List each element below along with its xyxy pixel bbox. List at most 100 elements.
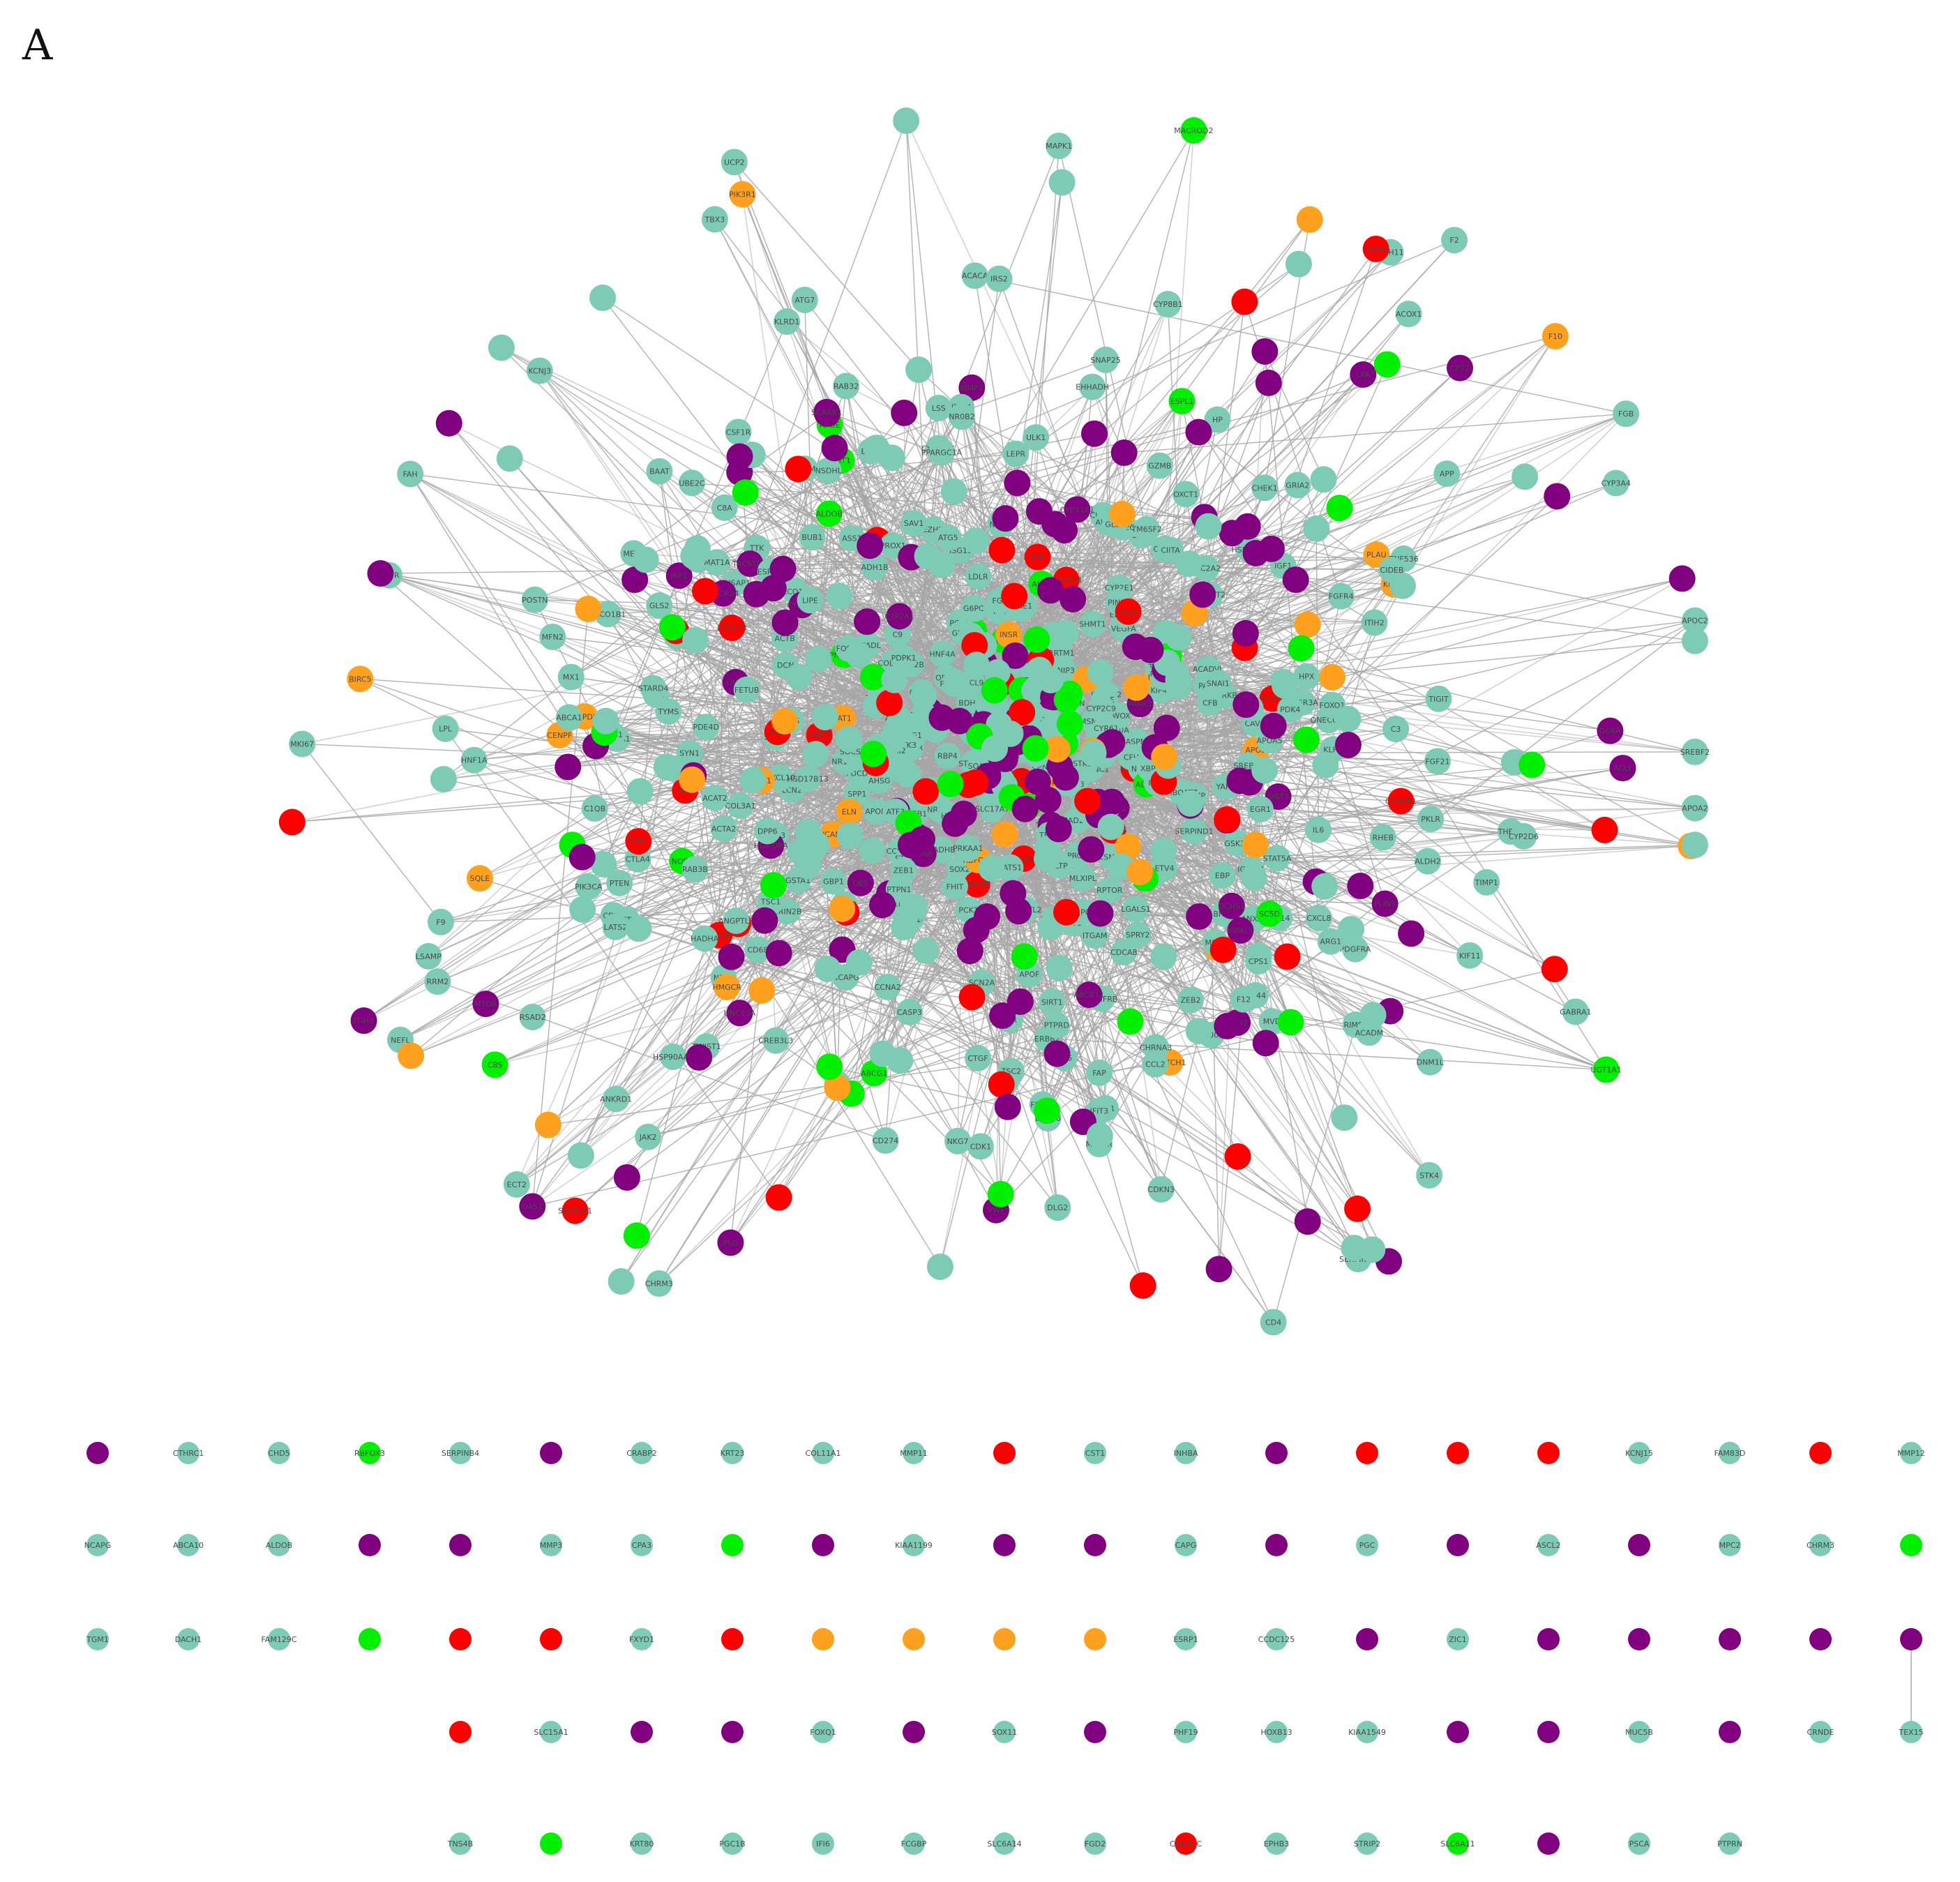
network-node xyxy=(1130,1272,1156,1299)
node-label: ACTA2 xyxy=(711,825,736,834)
network-node xyxy=(1541,956,1568,982)
edge xyxy=(779,1012,910,1198)
network-node xyxy=(766,1184,792,1211)
isolated-node-label: KIAA1549 xyxy=(1348,1728,1386,1737)
network-node xyxy=(1293,726,1320,753)
network-node xyxy=(1335,732,1362,758)
node-label: CD68 xyxy=(747,945,768,954)
network-node xyxy=(988,537,1015,564)
node-label: ARG1 xyxy=(1320,938,1341,947)
isolated-node xyxy=(1900,1534,1922,1556)
network-node xyxy=(772,610,799,636)
isolated-node xyxy=(359,1628,381,1650)
isolated-node xyxy=(1265,1442,1288,1464)
network-node xyxy=(1046,955,1073,981)
network-node xyxy=(805,646,831,672)
node-label: GCKR xyxy=(1599,727,1621,736)
node-label: PTPRD xyxy=(1044,1021,1069,1030)
isolated-node-label: CDKN2C xyxy=(1170,1839,1203,1849)
network-node xyxy=(279,809,306,836)
node-label: PDE4D xyxy=(693,723,719,732)
node-label: G6PC xyxy=(963,604,984,613)
network-node xyxy=(860,741,887,767)
node-label: BUB1 xyxy=(801,533,822,542)
network-node xyxy=(1117,1008,1144,1034)
network-node xyxy=(760,872,787,898)
network-node xyxy=(766,940,792,966)
node-label: CYP51A1 xyxy=(1060,505,1094,514)
node-label: LPA xyxy=(1356,370,1370,379)
isolated-node-label: INHBA xyxy=(1174,1449,1198,1458)
node-label: HNF4A xyxy=(929,650,956,659)
node-label: MAT1A xyxy=(704,558,730,567)
network-node xyxy=(1295,611,1321,638)
network-node xyxy=(1175,550,1202,577)
node-label: CYP2C9 xyxy=(1086,704,1116,713)
network-node xyxy=(614,1164,640,1191)
isolated-node xyxy=(449,1628,472,1650)
network-node xyxy=(814,956,840,982)
node-label: C9 xyxy=(892,631,903,640)
node-label: RBP4 xyxy=(937,752,958,761)
isolated-node-label: CRABP2 xyxy=(626,1449,657,1458)
isolated-node-label: CST1 xyxy=(1085,1449,1105,1458)
network-node xyxy=(555,753,581,780)
isolated-node-label: SOX11 xyxy=(992,1728,1017,1737)
network-node xyxy=(1297,206,1323,233)
isolated-node xyxy=(1628,1534,1650,1556)
isolated-node-label: EPHB3 xyxy=(1264,1839,1289,1849)
network-node xyxy=(1177,790,1204,817)
node-label: GZMB xyxy=(1148,462,1171,471)
network-node xyxy=(1126,859,1153,885)
network-node xyxy=(981,677,1008,704)
network-node xyxy=(627,778,654,804)
network-node xyxy=(1189,581,1216,608)
node-label: ETV4 xyxy=(1154,864,1174,873)
network-node xyxy=(802,741,829,767)
isolated-node-label: SLC6A14 xyxy=(987,1839,1021,1849)
network-node xyxy=(1347,873,1373,899)
network-node xyxy=(740,767,767,793)
panel-letter: A xyxy=(22,21,52,70)
isolated-node-label: ZIC1 xyxy=(1449,1635,1466,1644)
node-label: F10 xyxy=(1548,332,1562,341)
node-label: PDGFRA xyxy=(1340,944,1371,954)
network-node xyxy=(398,1042,424,1069)
node-label: ITIH3 xyxy=(354,1016,373,1025)
node-label: DCHS1 xyxy=(1219,902,1245,911)
network-node xyxy=(1214,806,1240,833)
node-label: ESPL1 xyxy=(1170,397,1194,406)
network-node xyxy=(1544,483,1570,509)
isolated-node-label: IFI6 xyxy=(816,1839,830,1849)
isolated-node-label: FOXQ1 xyxy=(810,1728,836,1737)
network-node xyxy=(625,915,651,942)
node-label: F12 xyxy=(1237,995,1251,1004)
edge xyxy=(302,744,441,921)
network-node xyxy=(1057,711,1083,737)
node-label: CXCL8 xyxy=(1306,914,1331,923)
network-node xyxy=(1251,757,1278,783)
node-label: MLXIPL xyxy=(1069,874,1097,883)
node-label: IGFALS xyxy=(1228,926,1254,935)
isolated-node-label: PGC xyxy=(1359,1541,1375,1550)
node-label: RSAD2 xyxy=(520,1013,546,1022)
network-node xyxy=(1109,501,1136,527)
isolated-node xyxy=(903,1721,925,1743)
node-label: ACOX1 xyxy=(1396,310,1422,319)
network-node xyxy=(1081,421,1108,447)
node-label: ECT2 xyxy=(507,1180,527,1189)
network-node xyxy=(881,667,907,693)
node-label: CD4 xyxy=(1265,1318,1281,1327)
node-label: MACROD2 xyxy=(1174,126,1213,135)
node-label: PDPK1 xyxy=(891,654,917,663)
network-node xyxy=(1137,637,1163,663)
node-label: LDLR xyxy=(968,572,988,581)
network-node xyxy=(979,855,1005,882)
node-label: LEPR xyxy=(1007,450,1026,459)
node-label: LIPE xyxy=(802,596,818,605)
isolated-node xyxy=(540,1442,562,1464)
network-node xyxy=(1682,628,1708,654)
node-label: ABCB11 xyxy=(1073,991,1104,1000)
